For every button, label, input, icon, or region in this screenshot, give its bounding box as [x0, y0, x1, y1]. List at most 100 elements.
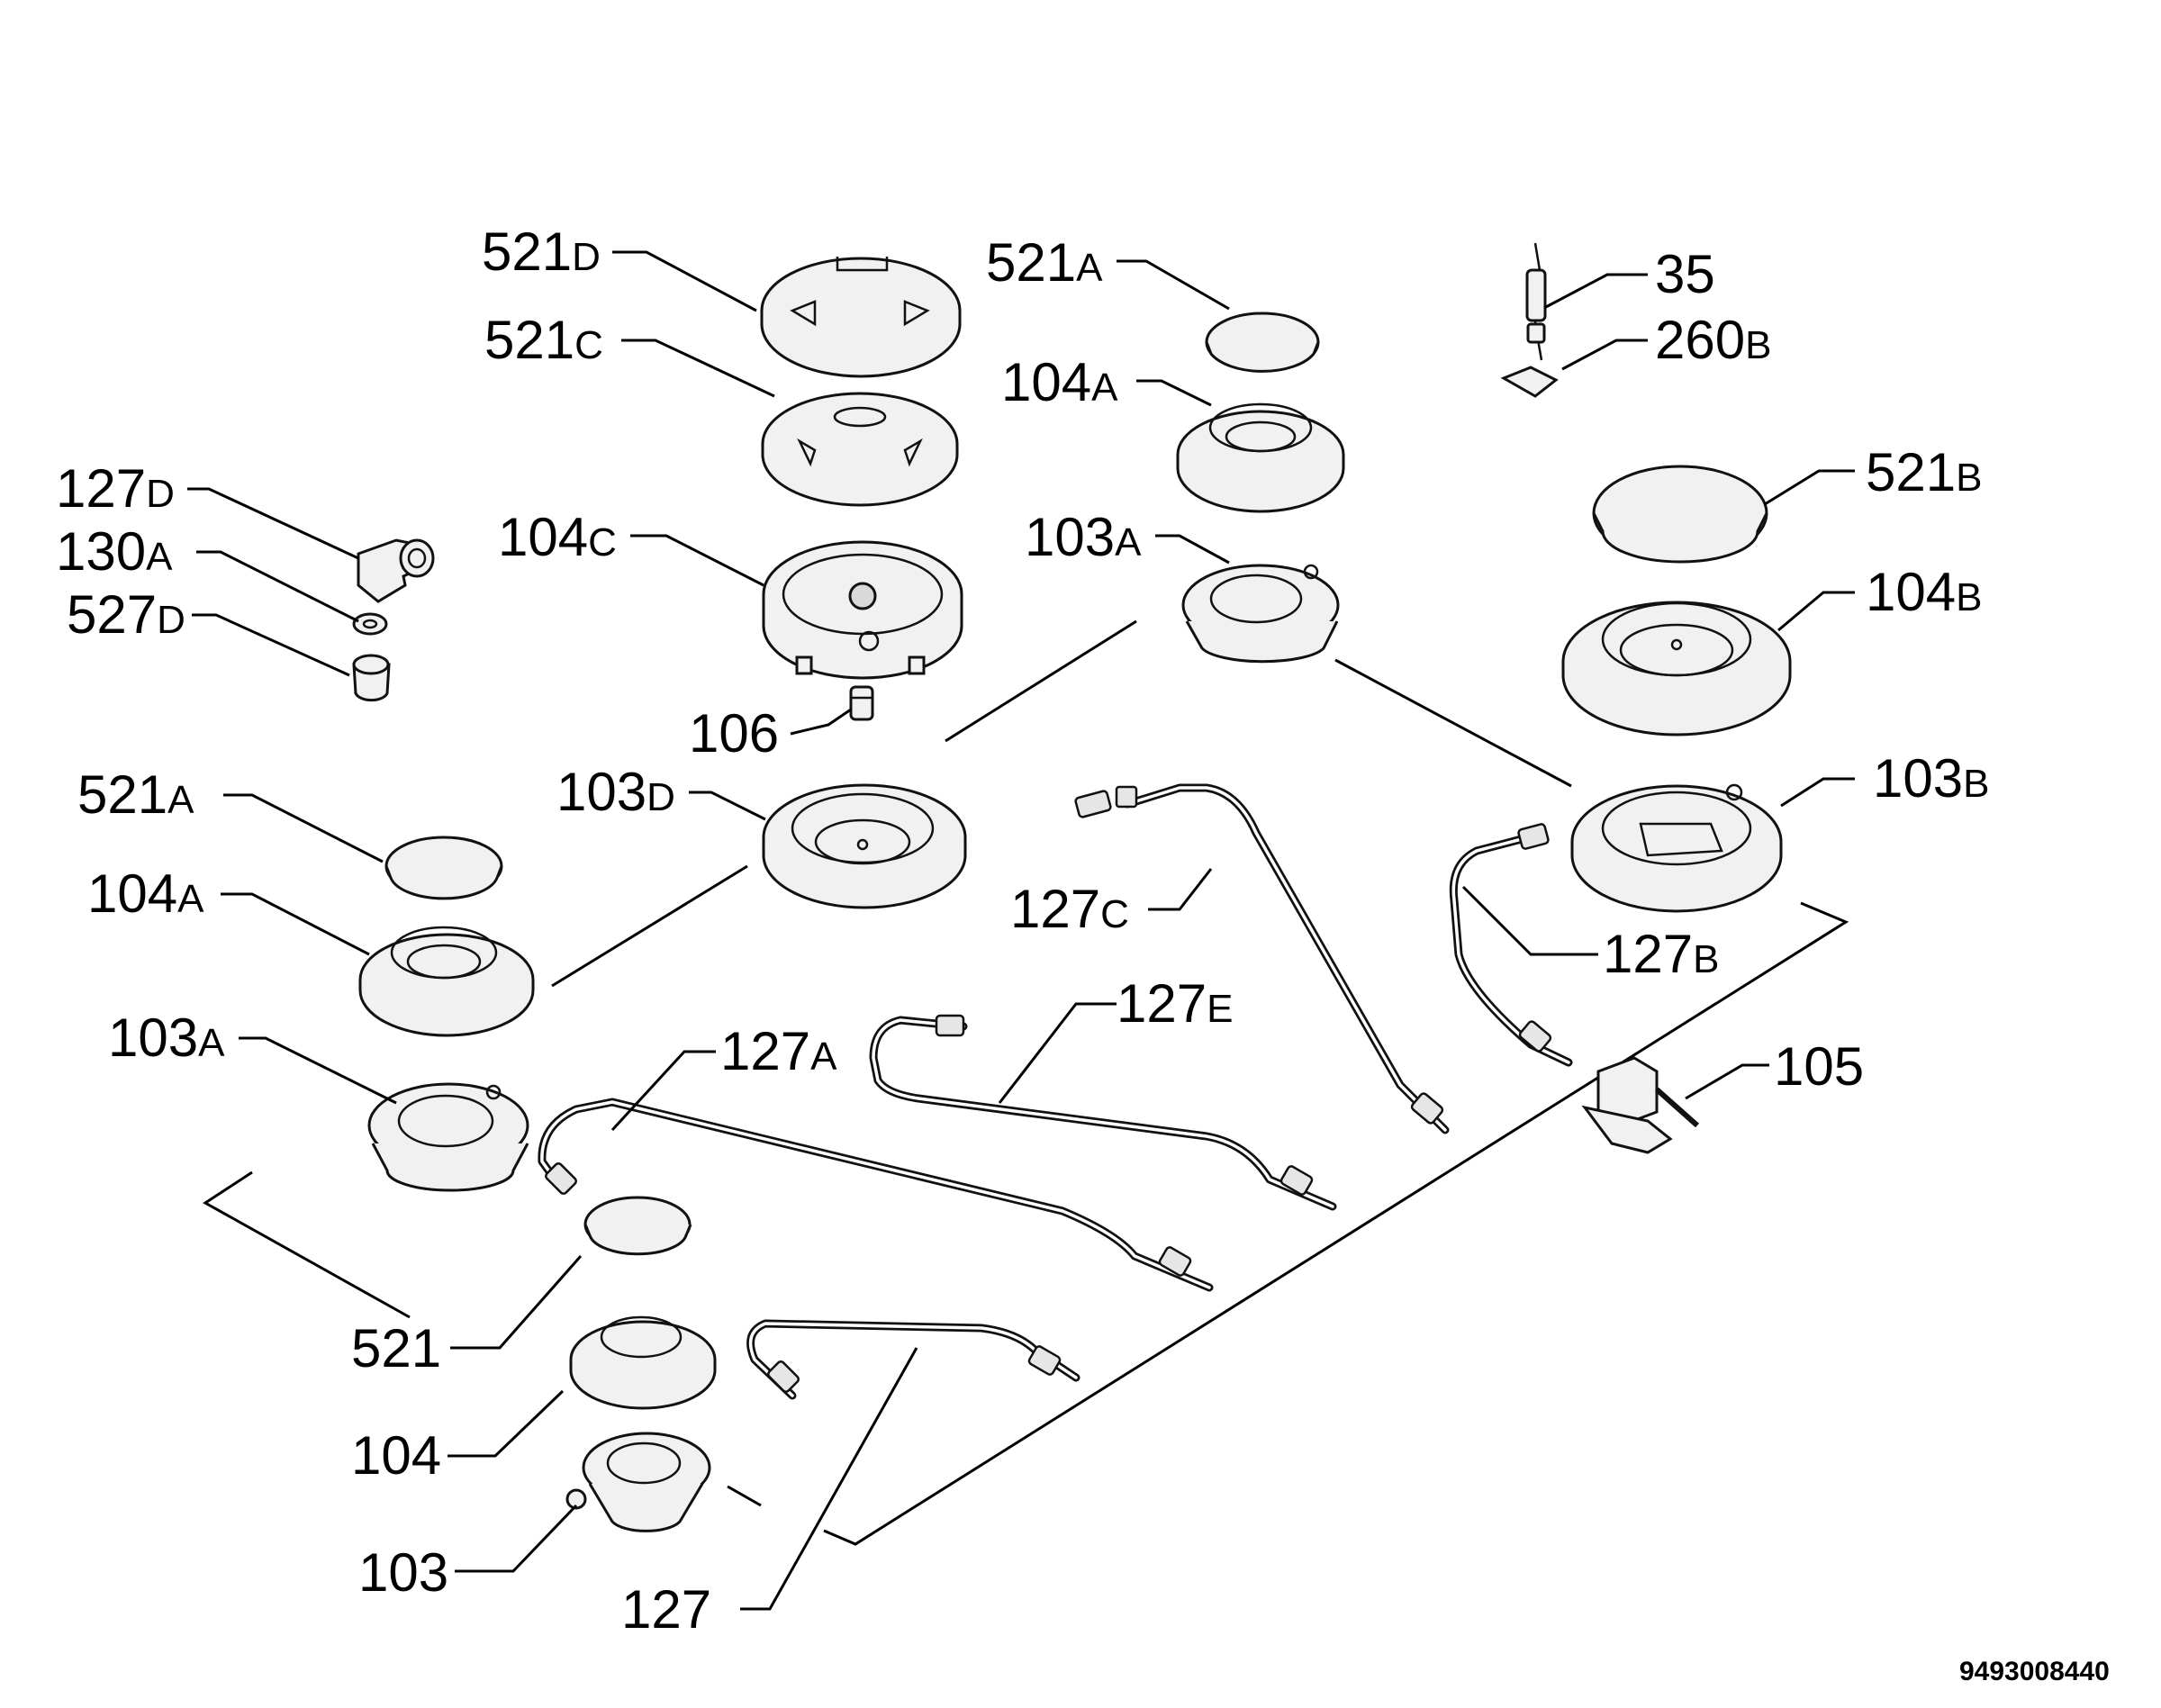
burner-crown-104a-left: [358, 926, 535, 1037]
part-label-35: 35: [1655, 244, 1715, 304]
part-suffix: C: [588, 520, 617, 565]
part-number: 127: [1603, 924, 1693, 984]
part-label-106: 106: [689, 703, 779, 764]
part-suffix: B: [1963, 762, 1989, 806]
part-number: 521: [1866, 442, 1956, 502]
burner-crown-104b: [1561, 601, 1792, 737]
burner-crown-104c: [762, 540, 963, 680]
burner-base-103a-top: [1181, 564, 1340, 664]
part-number: 104: [1001, 352, 1091, 412]
part-number: 103: [1873, 748, 1963, 809]
part-suffix: A: [177, 877, 204, 921]
part-suffix: D: [646, 775, 675, 819]
gas-pipes: [538, 783, 1573, 1400]
part-number: 105: [1774, 1036, 1864, 1097]
part-label-521c: 521C: [484, 310, 603, 370]
part-number: 127: [1010, 879, 1100, 939]
part-suffix: A: [1115, 520, 1142, 565]
drawing-code: 9493008440: [1959, 1657, 2110, 1686]
part-label-103b: 103B: [1873, 748, 1989, 809]
part-suffix: B: [1956, 456, 1982, 500]
burner-crown-104a-top: [1176, 402, 1345, 513]
burner-crown-104: [569, 1315, 717, 1410]
ignition-electrode-35: [1500, 242, 1559, 398]
part-label-521b: 521B: [1866, 442, 1982, 502]
part-number: 106: [689, 703, 779, 764]
part-label-103: 103: [358, 1542, 448, 1603]
elbow-fitting-127d: [357, 538, 435, 603]
part-suffix: B: [1956, 575, 1982, 619]
part-number: 103: [1025, 507, 1115, 567]
part-number: 104: [1866, 562, 1956, 622]
part-label-127d: 127D: [56, 458, 175, 519]
burner-cap-521a-left: [384, 836, 503, 900]
part-suffix: B: [1745, 323, 1771, 367]
sealing-washer-130a: [352, 612, 388, 636]
part-number: 527: [67, 584, 157, 645]
part-number: 521: [482, 221, 572, 282]
part-label-127: 127: [621, 1579, 711, 1640]
nut-527d: [352, 654, 391, 702]
part-suffix: A: [1076, 246, 1103, 290]
part-label-104c: 104C: [498, 507, 617, 567]
part-number: 103: [358, 1542, 448, 1603]
part-number: 127: [56, 458, 146, 519]
part-number: 260: [1655, 310, 1745, 370]
part-number: 103: [556, 762, 646, 822]
part-label-104b: 104B: [1866, 562, 1982, 622]
part-label-527d: 527D: [67, 584, 185, 645]
part-label-103d: 103D: [556, 762, 675, 822]
part-number: 521: [986, 232, 1076, 293]
part-number: 103: [108, 1008, 198, 1068]
part-label-521a-left: 521A: [77, 764, 194, 825]
burner-base-103a-left: [367, 1082, 529, 1192]
part-label-127c: 127C: [1010, 879, 1129, 939]
part-suffix: A: [146, 535, 173, 579]
part-label-103a-top: 103A: [1025, 507, 1142, 567]
part-number: 104: [498, 507, 588, 567]
part-suffix: A: [810, 1035, 837, 1079]
part-suffix: D: [146, 472, 175, 516]
burner-base-103: [565, 1432, 711, 1532]
burner-cap-521a-top: [1205, 312, 1320, 373]
burner-cap-521: [583, 1196, 692, 1256]
part-suffix: A: [198, 1021, 225, 1065]
part-label-521a-top: 521A: [986, 232, 1103, 293]
part-suffix: D: [157, 598, 185, 642]
part-number: 521: [484, 310, 574, 370]
part-suffix: A: [167, 778, 194, 822]
assembly-outline: [203, 619, 1849, 1546]
leader-lines: [187, 250, 1855, 1611]
part-suffix: B: [1693, 937, 1719, 981]
injector-106: [849, 685, 874, 721]
part-number: 521: [77, 764, 167, 825]
burner-base-103b: [1570, 783, 1783, 913]
part-label-104: 104: [351, 1425, 441, 1486]
part-label-521d: 521D: [482, 221, 601, 282]
burner-cap-521c: [761, 392, 959, 507]
part-number: 35: [1655, 244, 1715, 304]
part-number: 130: [56, 521, 146, 582]
part-number: 104: [87, 863, 177, 924]
part-label-521: 521: [351, 1318, 441, 1378]
part-label-127b: 127B: [1603, 924, 1719, 984]
part-suffix: E: [1207, 987, 1233, 1031]
burner-cap-521b: [1592, 465, 1768, 564]
part-label-130a: 130A: [56, 521, 173, 582]
part-number: 127: [720, 1021, 810, 1081]
part-label-105: 105: [1774, 1036, 1864, 1097]
gas-valve-105: [1581, 1056, 1699, 1154]
part-number: 127: [1117, 973, 1207, 1034]
part-number: 104: [351, 1425, 441, 1486]
part-number: 127: [621, 1579, 711, 1640]
part-suffix: C: [1100, 892, 1129, 936]
part-suffix: C: [574, 323, 603, 367]
part-label-104a-left: 104A: [87, 863, 204, 924]
part-number: 521: [351, 1318, 441, 1378]
pipe-fittings: [545, 785, 1552, 1393]
part-label-127e: 127E: [1117, 973, 1233, 1034]
burner-cap-521d: [760, 257, 962, 378]
part-suffix: A: [1091, 366, 1118, 410]
